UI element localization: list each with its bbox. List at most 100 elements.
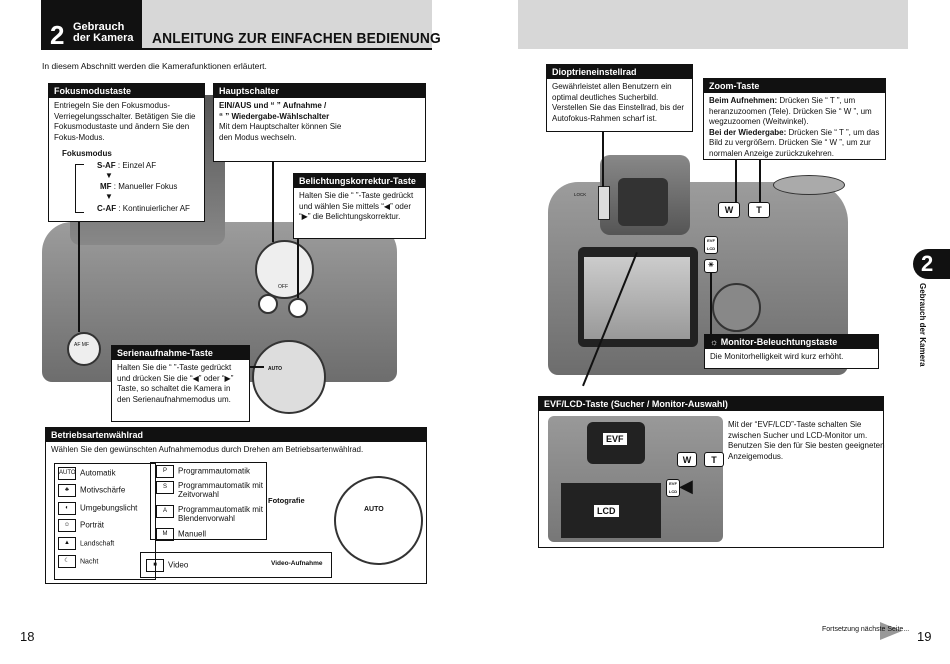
video-aufnahme-label: Video-Aufnahme xyxy=(271,560,323,567)
video-group xyxy=(140,552,332,578)
serienaufnahme-box: Serienaufnahme-Taste Halten Sie die “ ”-… xyxy=(111,345,250,422)
side-chapter-text: Gebrauch der Kamera xyxy=(918,283,927,367)
leader-line xyxy=(272,122,274,242)
auto-mode-icon: AUTO xyxy=(58,467,76,480)
burst-button-illustration xyxy=(258,294,278,314)
page-number-right: 19 xyxy=(917,629,932,644)
leader-line xyxy=(710,272,712,334)
down-arrow-icon: ▼ xyxy=(105,171,113,180)
m-mode-icon: M xyxy=(156,528,174,541)
intro-text: In diesem Abschnitt werden die Kamerafun… xyxy=(42,61,267,71)
zoom-play-label: Bei der Wiedergabe: xyxy=(709,127,787,137)
p-mode-icon: P xyxy=(156,465,174,478)
monitor-box: ☼ Monitor-Beleuchtungstaste Die Monitorh… xyxy=(704,334,879,369)
betriebsarten-title: Betriebsartenwählrad xyxy=(46,428,426,442)
evf-label: EVF xyxy=(603,433,627,445)
scene-modes-group xyxy=(54,463,156,580)
page-title: ANLEITUNG ZUR EINFACHEN BEDIENUNG xyxy=(152,30,441,47)
fokus-mode-caf: C-AF : Kontinuierlicher AF xyxy=(97,204,190,213)
leader-line xyxy=(735,159,737,202)
leader-line xyxy=(78,220,80,332)
mode-dial-detail xyxy=(334,476,423,565)
af-mf-label: AF MF xyxy=(74,342,89,348)
belichtung-box: Belichtungskorrektur-Taste Halten Sie di… xyxy=(293,173,426,239)
command-dial xyxy=(773,175,845,195)
af-mf-button-illustration xyxy=(67,332,101,366)
natural-light-icon: ◐ xyxy=(58,502,76,515)
hauptschalter-line2: “ ” Wiedergabe-Wählschalter xyxy=(219,111,330,121)
betriebsarten-box: Betriebsartenwählrad Wählen Sie den gewü… xyxy=(45,427,427,584)
title-rule xyxy=(41,48,432,50)
hauptschalter-line1: EIN/AUS und “ ” Aufnahme / xyxy=(219,101,327,110)
fokus-title: Fokusmodustaste xyxy=(49,84,204,98)
off-label: OFF xyxy=(278,284,288,290)
evf-zoom-w-button[interactable]: W xyxy=(677,452,697,467)
belichtung-title: Belichtungskorrektur-Taste xyxy=(294,174,425,188)
chapter-name: Gebrauch der Kamera xyxy=(73,21,134,44)
evf-title: EVF/LCD-Taste (Sucher / Monitor-Auswahl) xyxy=(539,397,883,411)
a-mode-icon: A xyxy=(156,505,174,518)
dioptrien-text: Gewährleistet allen Benutzern ein optima… xyxy=(552,82,685,123)
side-chapter-tab: 2 xyxy=(913,249,950,279)
down-arrow-icon: ▼ xyxy=(105,192,113,201)
mode-landschaft: ▲Landschaft xyxy=(58,537,114,550)
dioptrien-box: Dioptrieneinstellrad Gewährleistet allen… xyxy=(546,64,693,132)
photo-modes-group xyxy=(150,462,267,540)
leader-line xyxy=(248,366,264,368)
serienaufnahme-title: Serienaufnahme-Taste xyxy=(112,346,249,360)
zoom-play-text: Drücken Sie “ T ”, um das Bild zu vergrö… xyxy=(709,127,880,158)
mode-dial-illustration xyxy=(252,340,326,414)
leader-line xyxy=(602,132,604,187)
evf-zoom-t-button[interactable]: T xyxy=(704,452,724,467)
monitor-title: ☼ Monitor-Beleuchtungstaste xyxy=(705,335,878,349)
main-switch-dial xyxy=(255,240,314,299)
evf-lcd-button[interactable]: EVF LCD xyxy=(704,236,718,254)
evf-lcd-toggle-button[interactable]: EVF LCD xyxy=(666,479,680,497)
fokus-box: Fokusmodustaste Entriegeln Sie den Fokus… xyxy=(48,83,205,222)
betriebsarten-text: Wählen Sie den gewünschten Aufnahmemodus… xyxy=(51,445,364,454)
leader-line xyxy=(297,236,299,298)
page-number-left: 18 xyxy=(20,629,35,644)
exposure-button-illustration xyxy=(288,298,308,318)
zoom-w-button[interactable]: W xyxy=(718,202,740,218)
eyepiece xyxy=(618,178,668,226)
evf-text: Mit der “EVF/LCD”-Taste schalten Sie zwi… xyxy=(728,420,885,461)
zoom-rec-label: Beim Aufnehmen: xyxy=(709,96,778,105)
portrait-icon: ☺ xyxy=(58,519,76,532)
fokus-text: Entriegeln Sie den Fokusmodus-Verriegelu… xyxy=(54,101,196,142)
fokus-mode-saf: S-AF : Einzel AF xyxy=(97,161,157,170)
mode-portraet: ☺Porträt xyxy=(58,519,104,532)
zoom-title: Zoom-Taste xyxy=(704,79,885,93)
hauptschalter-text: Mit dem Hauptschalter können Sie den Mod… xyxy=(219,122,342,142)
dioptrien-title: Dioptrieneinstellrad xyxy=(547,65,692,79)
continue-text[interactable]: Fortsetzung nächste Seite... xyxy=(822,626,910,633)
s-mode-icon: S xyxy=(156,481,174,494)
sport-mode-icon: ♣ xyxy=(58,484,76,497)
evf-box: EVF/LCD-Taste (Sucher / Monitor-Auswahl)… xyxy=(538,396,885,548)
monitor-light-button[interactable]: ☀ xyxy=(704,259,718,273)
zoom-t-button[interactable]: T xyxy=(748,202,770,218)
mode-umgebungslicht: ◐Umgebungslicht xyxy=(58,502,137,515)
mode-cycle-bracket xyxy=(75,164,84,213)
fokus-mode-label: Fokusmodus xyxy=(62,149,112,158)
auto-dial-label: AUTO xyxy=(364,506,384,513)
pointer-arrow-icon: ◀ xyxy=(679,476,693,496)
belichtung-text: Halten Sie die “ ”-Taste gedrückt und wä… xyxy=(299,191,414,221)
hauptschalter-title: Hauptschalter xyxy=(214,84,425,98)
chapter-box: 2 Gebrauch der Kamera xyxy=(41,0,142,50)
mode-motivschaerfe: ♣Motivschärfe xyxy=(58,484,125,497)
video-icon: ■ xyxy=(146,559,164,572)
zoom-rec-text: Drücken Sie “ T ”, um heranzuzoomen (Tel… xyxy=(709,96,872,126)
mode-video: ■Video xyxy=(146,559,188,572)
sun-icon: ☼ xyxy=(710,337,719,347)
diopter-wheel xyxy=(598,186,610,220)
monitor-text: Die Monitorhelligkeit wird kurz erhöht. xyxy=(710,352,844,361)
header-bar-right xyxy=(518,0,908,49)
lcd-label: LCD xyxy=(594,505,619,517)
hauptschalter-box: Hauptschalter EIN/AUS und “ ” Aufnahme /… xyxy=(213,83,426,162)
four-way-pad xyxy=(712,283,761,332)
